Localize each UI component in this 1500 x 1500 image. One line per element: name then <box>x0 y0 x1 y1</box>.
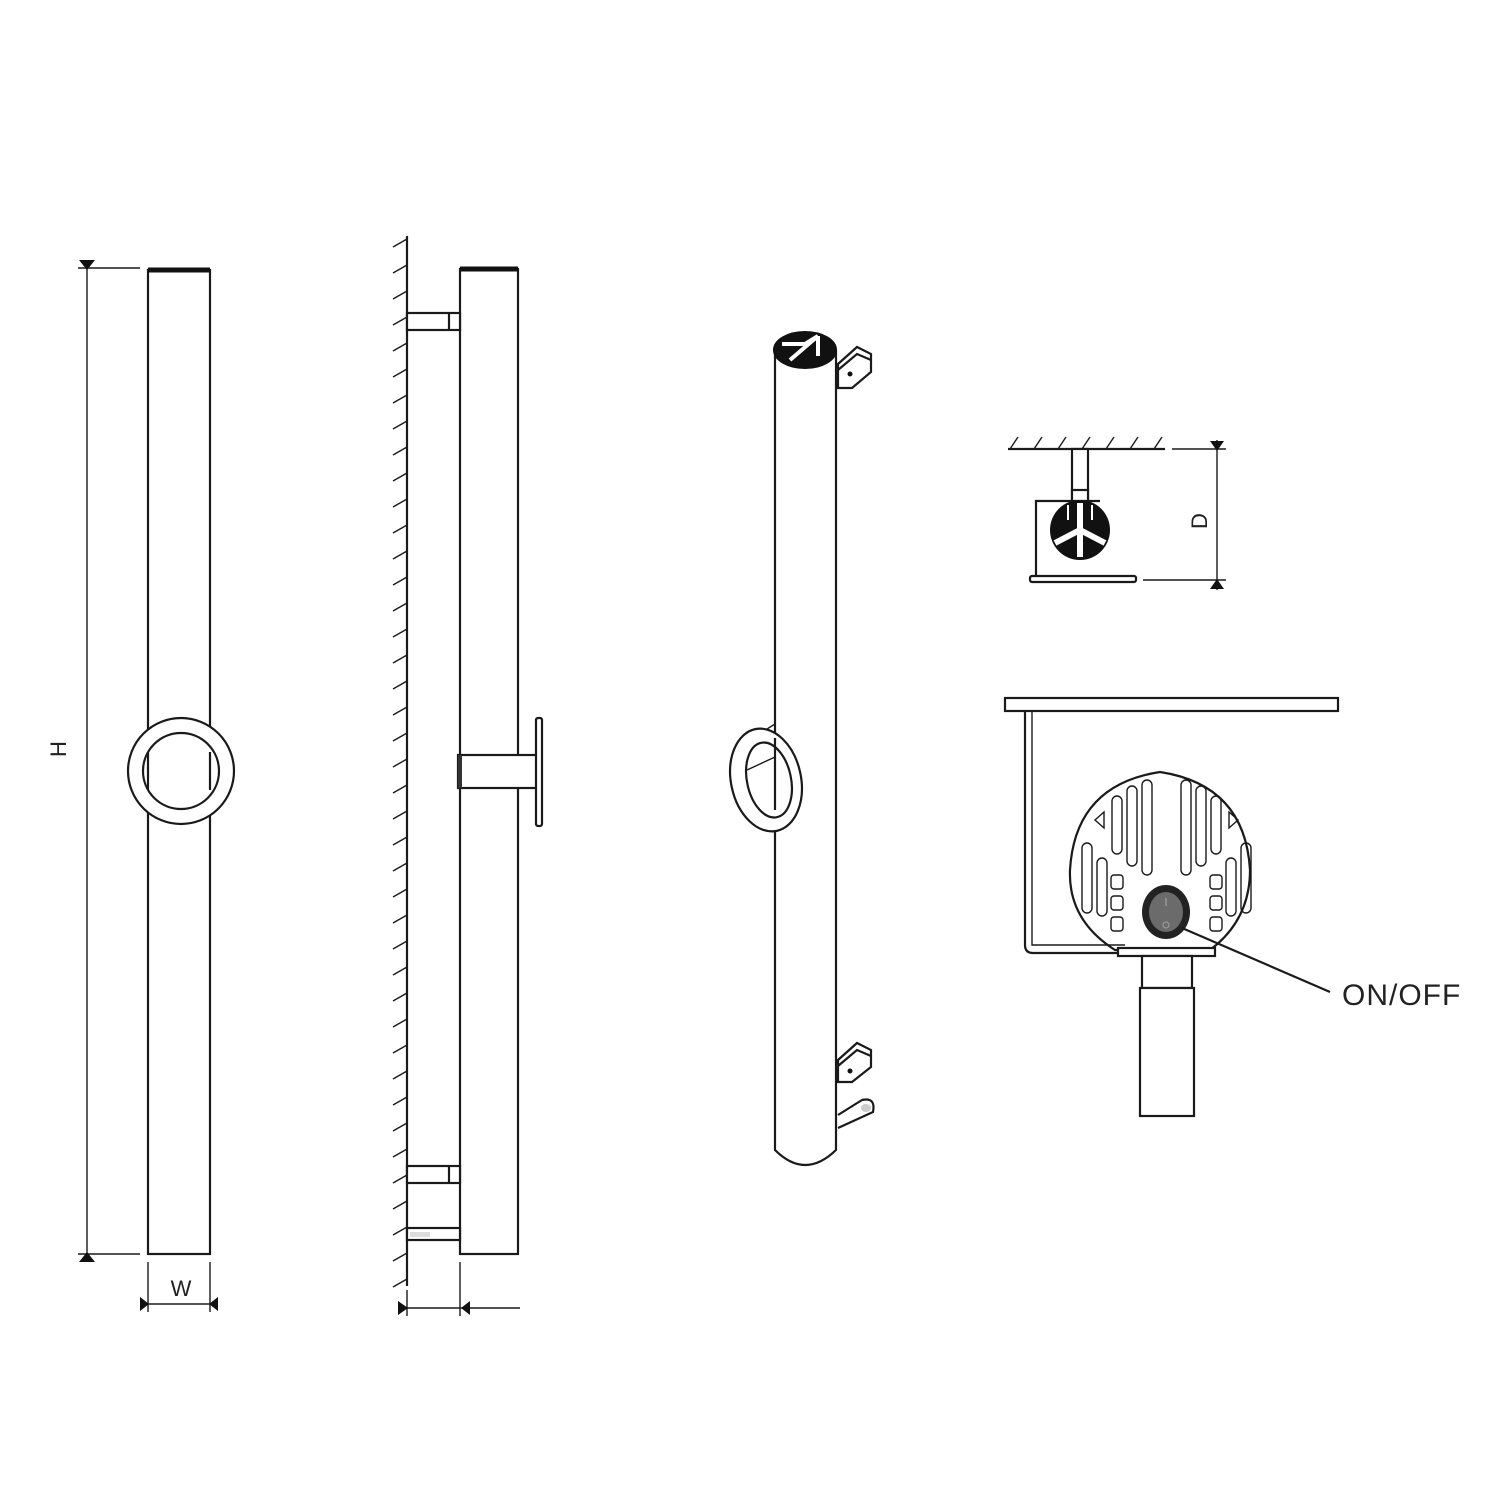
height-dimension: H <box>46 260 140 1262</box>
top-view-base <box>1028 574 1138 584</box>
depth-label: D <box>1187 513 1212 529</box>
front-ring-inner <box>141 731 221 811</box>
detail-stem <box>1138 986 1196 1118</box>
side-view <box>392 236 544 1316</box>
perspective-top-cap <box>773 331 837 369</box>
front-view: H W <box>46 260 236 1312</box>
side-ring-mount <box>456 753 540 790</box>
perspective-tube <box>773 350 838 1166</box>
perspective-bottom-bracket <box>836 1041 873 1084</box>
width-dimension: W <box>140 1262 218 1312</box>
on-off-callout-line <box>1181 926 1331 994</box>
side-depth-dimension <box>398 1262 520 1316</box>
top-view: D <box>1008 436 1226 590</box>
width-label: W <box>171 1276 192 1301</box>
detail-shelf-top <box>1003 696 1340 713</box>
detail-stem-neck <box>1140 954 1194 990</box>
height-label: H <box>46 741 71 757</box>
perspective-cable-peg <box>837 1098 875 1130</box>
detail-view: ON/OFF <box>1003 696 1461 1118</box>
perspective-ring <box>728 723 804 833</box>
bottom-wall-bracket <box>405 1164 462 1185</box>
wall-hatch <box>392 238 408 1288</box>
vent-cap <box>1068 770 1252 952</box>
perspective-top-bracket <box>836 345 873 390</box>
detail-base-plate <box>1116 946 1217 958</box>
perspective-view <box>728 331 875 1166</box>
side-ring-profile <box>534 716 544 828</box>
on-off-label: ON/OFF <box>1342 979 1461 1012</box>
depth-dimension: D <box>1143 440 1226 590</box>
top-wall-bracket <box>405 311 462 332</box>
